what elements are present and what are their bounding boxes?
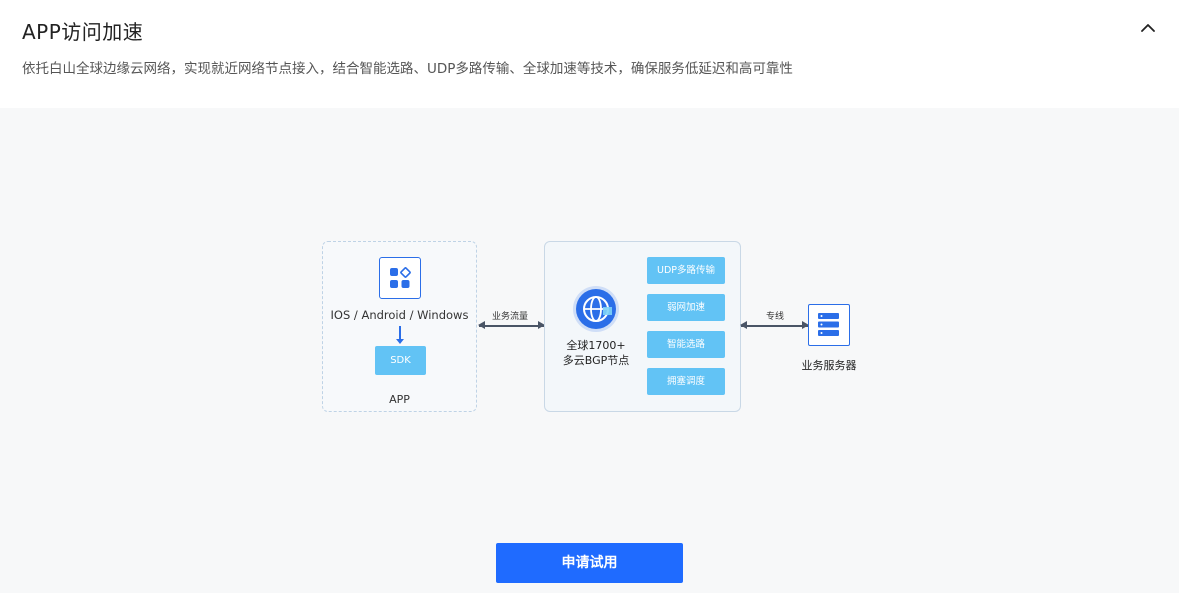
feature-weak-network: 弱网加速 bbox=[647, 294, 725, 321]
link-right-label: 专线 bbox=[765, 312, 784, 322]
feature-congestion: 拥塞调度 bbox=[647, 368, 725, 395]
globe-icon bbox=[572, 285, 620, 333]
chevron-up-icon[interactable] bbox=[1136, 16, 1160, 40]
section-header: APP访问加速 依托白山全球边缘云网络，实现就近网络节点接入，结合智能选路、UD… bbox=[0, 0, 1179, 108]
sdk-block: SDK bbox=[375, 346, 426, 375]
platforms-label: IOS / Android / Windows bbox=[330, 308, 469, 322]
node-description: 全球1700+ 多云BGP节点 bbox=[556, 338, 636, 368]
feature-smart-routing: 智能选路 bbox=[647, 331, 725, 358]
app-label: APP bbox=[389, 393, 410, 406]
feature-udp: UDP多路传输 bbox=[647, 257, 725, 284]
section-description: 依托白山全球边缘云网络，实现就近网络节点接入，结合智能选路、UDP多路传输、全球… bbox=[22, 61, 793, 77]
section-title: APP访问加速 bbox=[22, 20, 144, 44]
node-line-1: 全球1700+ bbox=[566, 339, 626, 352]
down-arrow-icon bbox=[396, 326, 404, 344]
apply-trial-button[interactable]: 申请试用 bbox=[496, 543, 683, 583]
node-line-2: 多云BGP节点 bbox=[562, 354, 630, 367]
link-right-arrow bbox=[740, 321, 809, 329]
link-left-arrow bbox=[478, 321, 545, 329]
server-label: 业务服务器 bbox=[801, 359, 857, 372]
app-grid-icon bbox=[379, 257, 421, 299]
link-left-label: 业务流量 bbox=[491, 312, 528, 322]
server-icon bbox=[808, 304, 850, 346]
